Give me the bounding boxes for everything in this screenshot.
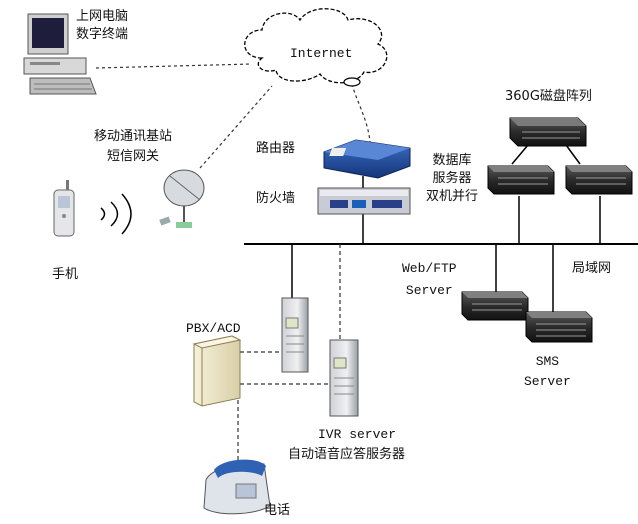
pbx-label: PBX/ACD — [186, 321, 241, 336]
storage-array-label: 360G磁盘阵列 — [505, 89, 592, 104]
mobile-phone-label: 手机 — [52, 267, 79, 282]
wireless-wave-3 — [121, 193, 132, 235]
rack-server-icon — [525, 311, 593, 343]
wireless-wave-1 — [100, 207, 106, 221]
storage-db1-link — [511, 144, 529, 165]
telephone-label: 电话 — [264, 503, 291, 518]
mobile-phone-icon — [53, 180, 75, 237]
pc-label: 上网电脑 数字终端 — [76, 9, 129, 42]
router-icon — [323, 139, 411, 179]
pc-internet-link — [95, 63, 253, 69]
rack-server-icon — [565, 165, 633, 195]
basestation-internet-link — [199, 85, 273, 169]
db-servers-label: 数据库 服务器 双机并行 — [426, 153, 479, 204]
router-label: 路由器 — [256, 141, 296, 156]
sms-server-label: SMS Server — [524, 354, 571, 389]
satellite-dish-icon — [159, 169, 205, 228]
tower-server-icon — [281, 297, 309, 373]
firewall-icon — [317, 187, 411, 215]
ivr-server-cn-label: 自动语音应答服务器 — [288, 447, 406, 462]
base-station-label: 移动通讯基站 短信网关 — [94, 129, 173, 164]
web-ftp-server-label: Web/FTP Server — [402, 261, 457, 298]
lan-label: 局域网 — [572, 261, 612, 276]
desk-telephone-icon — [203, 459, 271, 515]
firewall-label: 防火墙 — [256, 191, 296, 206]
pbx-cabinet-icon — [192, 335, 242, 407]
desktop-computer-icon — [23, 13, 97, 95]
cloud-icon — [244, 8, 388, 87]
ivr-server-label: IVR server — [318, 427, 397, 442]
cloud-router-link — [351, 83, 371, 143]
connections — [95, 63, 638, 470]
wireless-wave-2 — [110, 201, 119, 227]
storage-db2-link — [565, 144, 581, 165]
rack-server-icon — [461, 291, 529, 321]
disk-array-icon — [509, 117, 587, 147]
tower-server-icon — [329, 339, 359, 417]
rack-server-icon — [487, 165, 555, 195]
internet-label: Internet — [290, 46, 353, 61]
